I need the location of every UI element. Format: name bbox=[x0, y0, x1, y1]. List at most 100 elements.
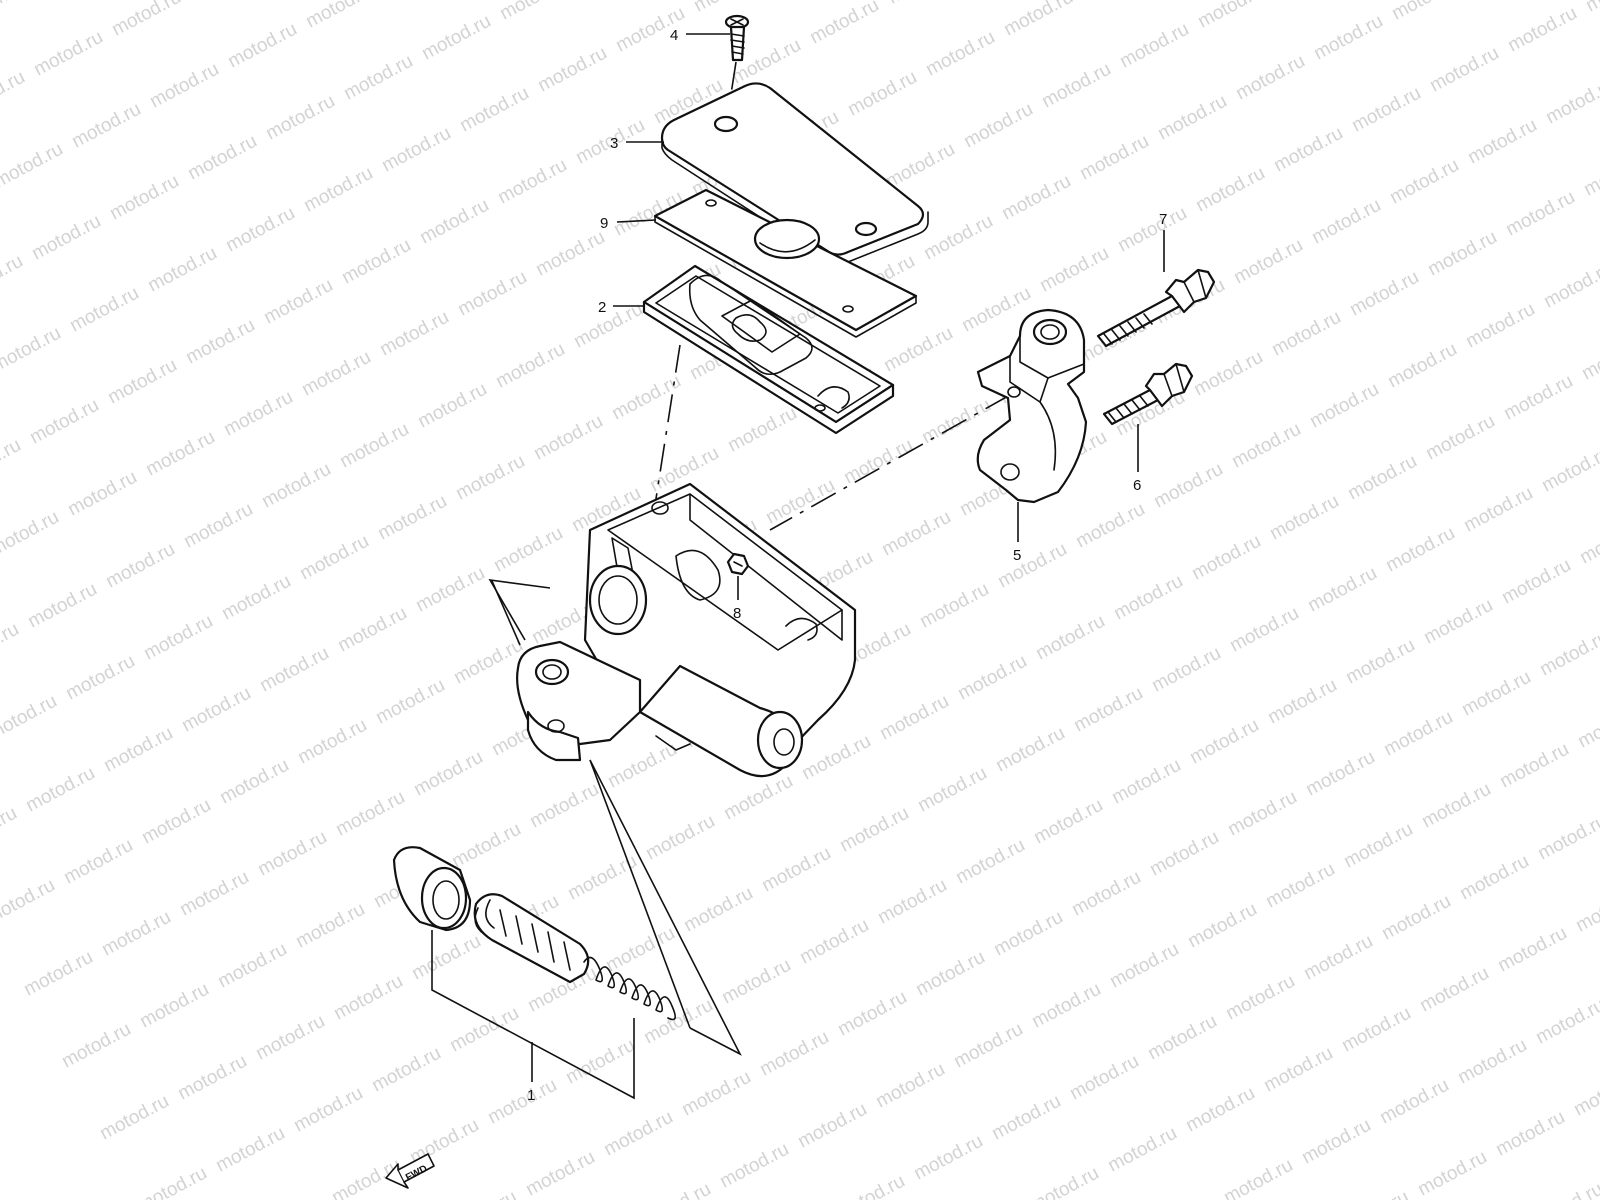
watermark-text: motod.ru bbox=[496, 0, 572, 24]
long-bolt-part-7[interactable] bbox=[1096, 268, 1216, 348]
watermark-text: motod.ru bbox=[1498, 555, 1574, 609]
watermark-text: motod.ru bbox=[1344, 451, 1420, 505]
watermark-text: motod.ru bbox=[214, 939, 290, 993]
watermark-text: motod.ru bbox=[600, 1107, 676, 1161]
watermark-text: motod.ru bbox=[716, 1139, 792, 1193]
watermark-text: motod.ru bbox=[60, 835, 136, 889]
callout-2: 2 bbox=[598, 299, 606, 316]
watermark-text: motod.ru bbox=[834, 987, 910, 1041]
watermark-text: motod.ru bbox=[530, 411, 606, 465]
watermark-text: motod.ru bbox=[1500, 371, 1576, 425]
watermark-text: motod.ru bbox=[1540, 259, 1600, 313]
watermark-text: motod.ru bbox=[884, 0, 960, 8]
watermark-text: motod.ru bbox=[1190, 347, 1266, 401]
watermark-text: motod.ru bbox=[526, 779, 602, 833]
watermark-text: motod.ru bbox=[1146, 827, 1222, 881]
watermark-text: motod.ru bbox=[378, 123, 454, 177]
screw-part-4[interactable] bbox=[724, 14, 750, 62]
watermark-text: motod.ru bbox=[252, 1011, 328, 1065]
watermark-text: motod.ru bbox=[330, 971, 406, 1025]
watermark-text: motod.ru bbox=[1302, 747, 1378, 801]
watermark-text: motod.ru bbox=[952, 835, 1028, 889]
watermark-text: motod.ru bbox=[844, 67, 920, 121]
watermark-text: motod.ru bbox=[26, 395, 102, 449]
guide-line-clamp bbox=[769, 394, 1011, 531]
watermark-text: motod.ru bbox=[302, 0, 378, 32]
watermark-text: motod.ru bbox=[66, 283, 142, 337]
watermark-text: motod.ru bbox=[1154, 91, 1230, 145]
watermark-text: motod.ru bbox=[1306, 379, 1382, 433]
watermark-text: motod.ru bbox=[1460, 483, 1536, 537]
watermark-text: motod.ru bbox=[296, 531, 372, 585]
watermark-text: motod.ru bbox=[1188, 531, 1264, 585]
watermark-text: motod.ru bbox=[1268, 307, 1344, 361]
watermark-text: motod.ru bbox=[1338, 1003, 1414, 1057]
watermark-text: motod.ru bbox=[1148, 643, 1224, 697]
watermark-text: motod.ru bbox=[1266, 491, 1342, 545]
watermark-text: motod.ru bbox=[1232, 51, 1308, 105]
watermark-text: motod.ru bbox=[0, 251, 27, 305]
master-cylinder-body[interactable] bbox=[516, 482, 857, 778]
watermark-text: motod.ru bbox=[806, 0, 882, 48]
watermark-text: motod.ru bbox=[1388, 0, 1464, 24]
watermark-text: motod.ru bbox=[174, 1051, 250, 1105]
watermark-text: motod.ru bbox=[1032, 611, 1108, 665]
watermark-text: motod.ru bbox=[220, 387, 296, 441]
watermark-text: motod.ru bbox=[490, 523, 566, 577]
watermark-text: motod.ru bbox=[0, 691, 61, 745]
watermark-text: motod.ru bbox=[254, 827, 330, 881]
callout-3: 3 bbox=[610, 135, 618, 152]
watermark-text: motod.ru bbox=[642, 811, 718, 865]
watermark-text: motod.ru bbox=[522, 1147, 598, 1200]
watermark-text: motod.ru bbox=[1106, 939, 1182, 993]
watermark-text: motod.ru bbox=[914, 763, 990, 817]
watermark-text: motod.ru bbox=[1342, 635, 1418, 689]
watermark-text: motod.ru bbox=[108, 0, 184, 40]
watermark-text: motod.ru bbox=[336, 419, 412, 473]
watermark-text: motod.ru bbox=[876, 691, 952, 745]
watermark-text: motod.ru bbox=[1576, 515, 1600, 569]
watermark-text: motod.ru bbox=[1536, 627, 1600, 681]
clamp-part-5[interactable] bbox=[976, 308, 1088, 504]
watermark-text: motod.ru bbox=[1532, 995, 1600, 1049]
watermark-text: motod.ru bbox=[794, 1099, 870, 1153]
diaphragm-part-2[interactable] bbox=[642, 264, 895, 435]
watermark-text: motod.ru bbox=[256, 643, 332, 697]
watermark-text: motod.ru bbox=[1570, 1067, 1600, 1121]
watermark-text: motod.ru bbox=[678, 1067, 754, 1121]
watermark-text: motod.ru bbox=[0, 435, 25, 489]
callout-4: 4 bbox=[670, 27, 678, 44]
piston-kit-part-1[interactable] bbox=[392, 846, 676, 1021]
watermark-text: motod.ru bbox=[456, 83, 532, 137]
watermark-text: motod.ru bbox=[136, 979, 212, 1033]
watermark-text: motod.ru bbox=[454, 267, 530, 321]
watermark-text: motod.ru bbox=[922, 27, 998, 81]
watermark-text: motod.ru bbox=[1298, 1115, 1374, 1169]
watermark-text: motod.ru bbox=[338, 235, 414, 289]
fitting-part-8[interactable] bbox=[726, 552, 750, 576]
watermark-text: motod.ru bbox=[1066, 1051, 1142, 1105]
callout-1: 1 bbox=[527, 1087, 535, 1104]
watermark-text: motod.ru bbox=[142, 427, 218, 481]
leader-1 bbox=[431, 930, 635, 1100]
watermark-text: motod.ru bbox=[1418, 779, 1494, 833]
watermark-text: motod.ru bbox=[368, 1043, 444, 1097]
watermark-text: motod.ru bbox=[452, 451, 528, 505]
watermark-text: motod.ru bbox=[450, 635, 526, 689]
watermark-text: motod.ru bbox=[920, 211, 996, 265]
watermark-text: motod.ru bbox=[990, 907, 1066, 961]
watermark-text: motod.ru bbox=[1420, 595, 1496, 649]
guide-line-screw bbox=[726, 61, 737, 121]
watermark-text: motod.ru bbox=[1504, 3, 1580, 57]
watermark-text: motod.ru bbox=[178, 683, 254, 737]
watermark-text: motod.ru bbox=[1542, 75, 1600, 129]
short-bolt-part-6[interactable] bbox=[1102, 362, 1194, 426]
watermark-text: motod.ru bbox=[494, 155, 570, 209]
watermark-text: motod.ru bbox=[492, 339, 568, 393]
watermark-text: motod.ru bbox=[872, 1059, 948, 1113]
watermark-text: motod.ru bbox=[534, 43, 610, 97]
watermark-text: motod.ru bbox=[690, 0, 766, 16]
watermark-text: motod.ru bbox=[1422, 411, 1498, 465]
watermark-text: motod.ru bbox=[104, 355, 180, 409]
watermark-text: motod.ru bbox=[1264, 675, 1340, 729]
